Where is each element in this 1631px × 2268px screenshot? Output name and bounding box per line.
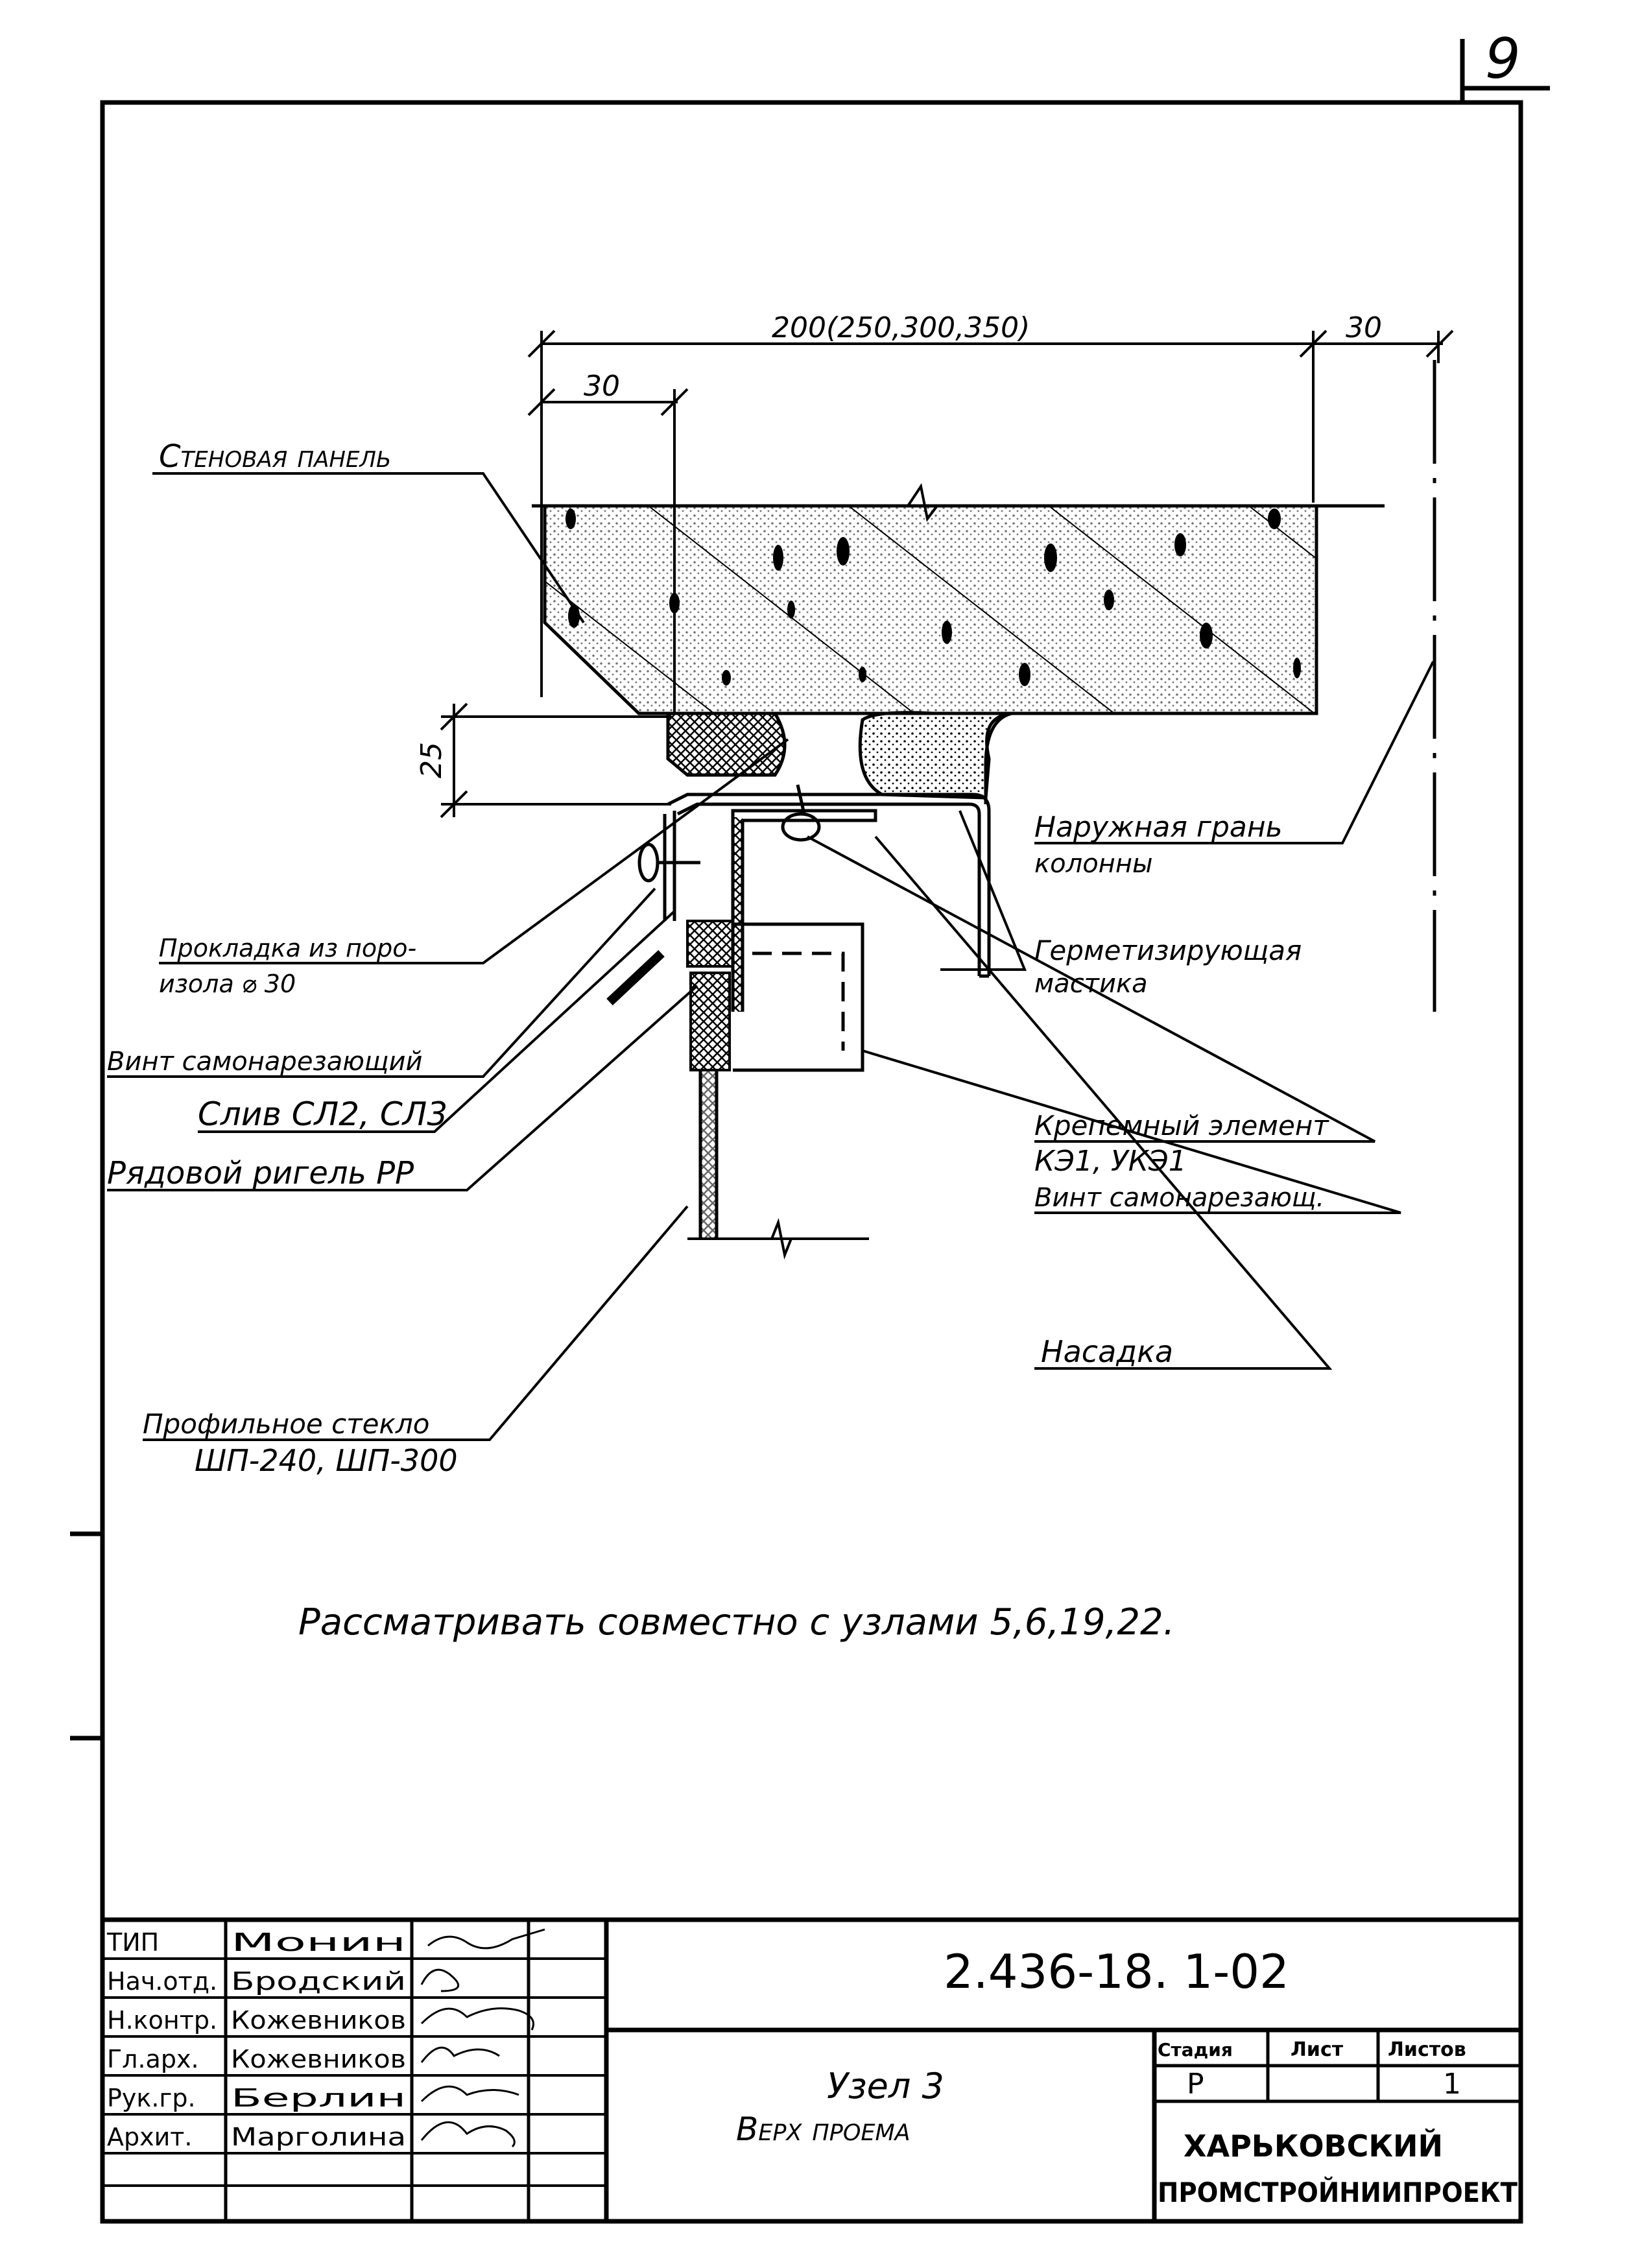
tb-role: Архит. [107, 2123, 193, 2151]
signatures [420, 1928, 545, 2148]
stage-header: Стадия [1158, 2039, 1233, 2060]
label-fastener-2: КЭ1, УКЭ1 [1034, 1145, 1187, 1178]
dim-top: 200(250,300,350) [772, 311, 1030, 344]
stage-value: Р [1187, 2068, 1204, 2101]
general-note: Рассматривать совместно с узлами 5,6,19,… [298, 1601, 1174, 1643]
tb-name: Монин [231, 1928, 406, 1957]
node-title: Узел 3 [827, 2066, 944, 2107]
label-sealant: Герметизирующая [1034, 935, 1302, 966]
label-gasket-2: изола ⌀ 30 [159, 970, 296, 998]
tb-name: Кожевников [231, 2045, 406, 2073]
callouts: Стеновая панель Наружная грань колонны Г… [107, 438, 1329, 1478]
node-subtitle: Верх проема [736, 2110, 911, 2148]
label-screw-right: Винт самонарезающ. [1034, 1183, 1324, 1213]
tb-role: Нач.отд. [107, 1967, 217, 1996]
tb-role: ТИП [106, 1928, 159, 1957]
dim-left-30: 30 [584, 370, 620, 403]
label-outer-face: Наружная грань [1034, 811, 1283, 844]
tb-name: Берлин [231, 2084, 406, 2112]
org-name-2: ПРОМСТРОЙНИИПРОЕКТ [1158, 2176, 1518, 2208]
dim-right-30: 30 [1346, 311, 1382, 344]
label-cap: Насадка [1041, 1334, 1173, 1369]
title-block [100, 1917, 1523, 2224]
tb-name: Кожевников [231, 2006, 406, 2035]
org-name-1: ХАРЬКОВСКИЙ [1184, 2129, 1443, 2164]
label-outer-face-2: колонны [1034, 849, 1153, 879]
dim-gap-25: 25 [415, 742, 448, 778]
tb-role: Н.контр. [107, 2006, 217, 2035]
label-glass: Профильное стекло [143, 1408, 429, 1440]
label-fastener: Крепемный элемент [1034, 1110, 1329, 1141]
tb-role: Гл.арх. [107, 2045, 199, 2073]
sealant [858, 711, 1012, 800]
sheets-value: 1 [1443, 2068, 1461, 2101]
label-gasket: Прокладка из поро- [159, 934, 416, 962]
label-wall-panel: Стеновая панель [159, 438, 391, 475]
page-number: 9 [1485, 27, 1521, 91]
tb-role: Рук.гр. [107, 2084, 196, 2112]
tb-name: Бродский [231, 1967, 406, 1996]
label-drain: Слив СЛ2, СЛ3 [198, 1095, 447, 1133]
label-screw-left: Винт самонарезающий [107, 1047, 423, 1077]
label-girder: Рядовой ригель РР [107, 1155, 414, 1191]
leader-lines [107, 472, 1435, 1441]
tb-name: Марголина [231, 2123, 406, 2151]
label-sealant-2: мастика [1034, 969, 1148, 999]
sheet-header: Лист [1291, 2038, 1344, 2061]
aggregate-marks [565, 508, 1301, 686]
sheets-header: Листов [1388, 2038, 1466, 2061]
wall-panel [532, 483, 1385, 715]
doc-code: 2.436-18. 1-02 [944, 1944, 1289, 1999]
label-glass-2: ШП-240, ШП-300 [195, 1443, 458, 1478]
joint-assembly [606, 711, 1012, 1259]
